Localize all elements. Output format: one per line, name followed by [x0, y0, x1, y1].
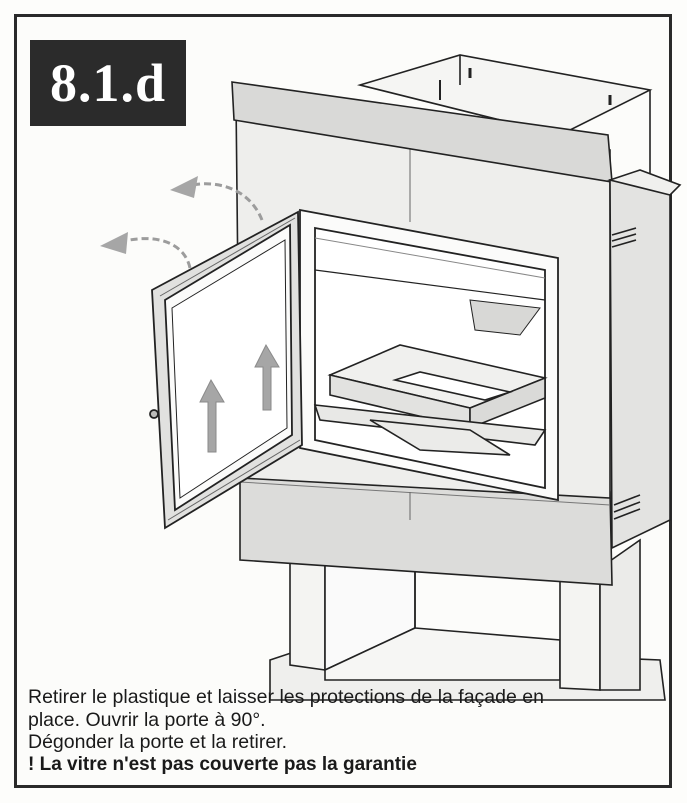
step-number: 8.1.d — [49, 53, 167, 113]
stove-side-panel — [607, 169, 682, 550]
caption-line-1: Retirer le plastique et laisser les prot… — [28, 686, 544, 708]
curved-arrow-heads — [100, 176, 198, 254]
caption-line-2: place. Ouvrir la porte à 90°. — [28, 708, 266, 731]
up-arrow-icon — [199, 343, 280, 453]
caption-line-3: Dégonder la porte et la retirer. — [28, 731, 288, 753]
instruction-text: Retirer le plastique et laisser les prot… — [28, 686, 673, 776]
ash-tray — [313, 344, 548, 456]
glass-door — [149, 210, 303, 530]
warranty-warning: ! La vitre n'est pas couverte pas la gar… — [28, 753, 417, 775]
curved-arrow-icon — [119, 182, 264, 269]
step-number-badge: 8.1.d — [30, 40, 186, 126]
